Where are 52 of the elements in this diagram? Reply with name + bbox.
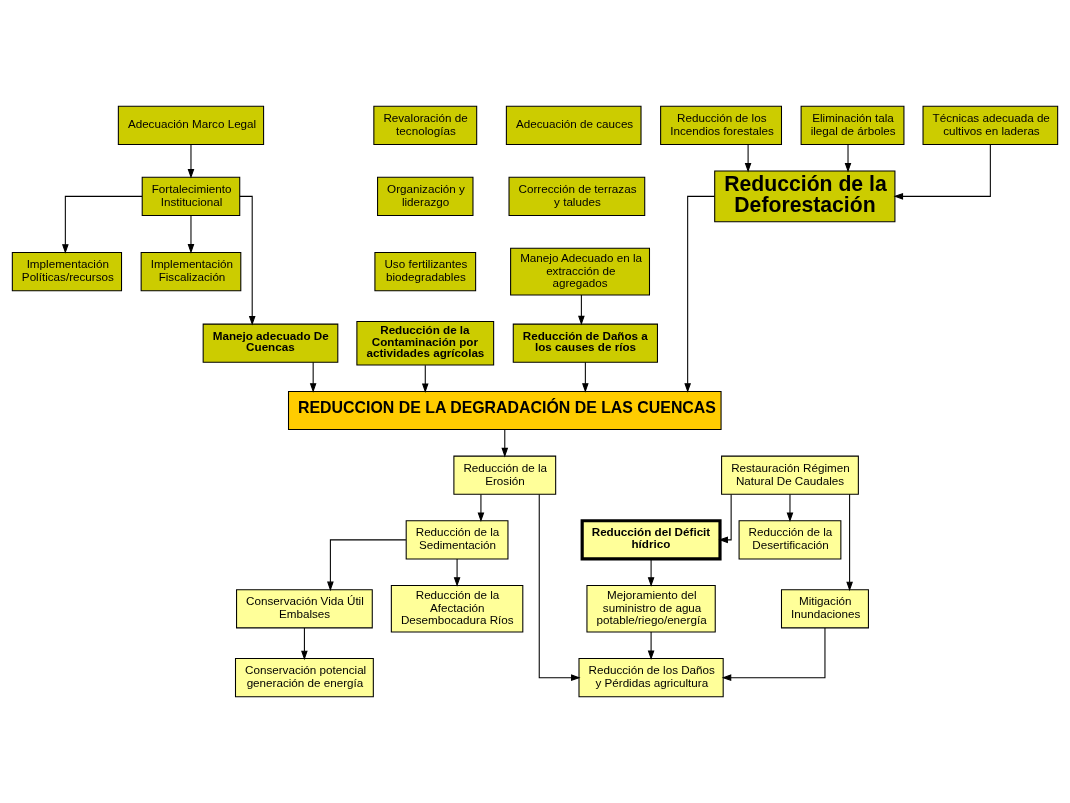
arrow <box>744 144 752 173</box>
node-box: Reducción de la Desertificación <box>738 520 842 560</box>
node-box: Reducción de la Erosión <box>453 455 557 495</box>
node-box: REDUCCION DE LA DEGRADACIÓN DE LAS CUENCAS <box>288 390 722 431</box>
arrow <box>684 195 716 393</box>
node-box: Uso fertilizantes biodegradables <box>374 252 477 292</box>
node-box: Conservación potencial generación de energía <box>234 658 374 698</box>
node-box: Reducción de la Contaminación por actividades agrícolas <box>356 320 495 366</box>
arrow <box>718 494 732 544</box>
arrow <box>501 429 509 458</box>
node-box: Restauración Régimen Natural De Caudales <box>721 455 859 495</box>
arrow <box>327 539 407 592</box>
arrow <box>301 627 308 661</box>
node-box: Reducción de los Daños y Pérdidas agricultura <box>578 658 724 698</box>
node-box: Técnicas adecuada de cultivos en laderas <box>922 105 1059 145</box>
node-box: Mitigación Inundaciones <box>780 589 869 629</box>
arrow <box>721 627 826 681</box>
node-box: Reducción de la Afectación Desembocadura Ríos <box>390 584 524 633</box>
node-box: Adecuación de cauces <box>505 105 642 145</box>
arrow <box>538 494 581 681</box>
node-box: Corrección de terrazas y taludes <box>508 176 646 216</box>
node-box: Implementación Políticas/recursos <box>11 252 123 292</box>
node-box: Conservación Vida Útil Embalses <box>236 589 373 629</box>
node-box: Reducción de la Deforestación <box>714 170 896 223</box>
arrow <box>786 494 794 523</box>
arrow <box>187 144 195 179</box>
arrow <box>647 558 655 587</box>
arrow <box>846 493 853 592</box>
node-box: Mejoramiento del suministro de agua potable/riego/energía <box>586 584 716 633</box>
node-box: Manejo Adecuado en la extracción de agregados <box>510 247 651 296</box>
arrow <box>893 144 991 200</box>
node-box: Reducción del Déficit hídrico <box>580 519 722 561</box>
node-box: Revaloración de tecnologías <box>373 105 478 145</box>
node-box: Reducción de los Incendios forestales <box>660 105 782 145</box>
node-box: Manejo adecuado De Cuencas <box>202 323 339 363</box>
node-box: Adecuación Marco Legal <box>117 105 265 145</box>
node-box: Fortalecimiento Institucional <box>141 176 241 216</box>
arrow <box>421 364 429 393</box>
arrow <box>62 195 143 254</box>
arrow <box>453 558 461 587</box>
arrow <box>582 361 589 393</box>
arrow <box>647 631 655 661</box>
node-box: Reducción de la Sedimentación <box>405 520 509 560</box>
node-box: Reducción de Daños a los causes de ríos <box>512 323 658 363</box>
arrow <box>844 144 852 173</box>
arrow <box>477 494 485 523</box>
arrow <box>187 215 195 254</box>
arrow <box>309 361 317 393</box>
arrow <box>578 294 585 326</box>
node-box: Organización y liderazgo <box>377 176 474 216</box>
node-box: Eliminación tala ilegal de árboles <box>800 105 905 145</box>
node-box: Implementación Fiscalización <box>140 252 242 292</box>
